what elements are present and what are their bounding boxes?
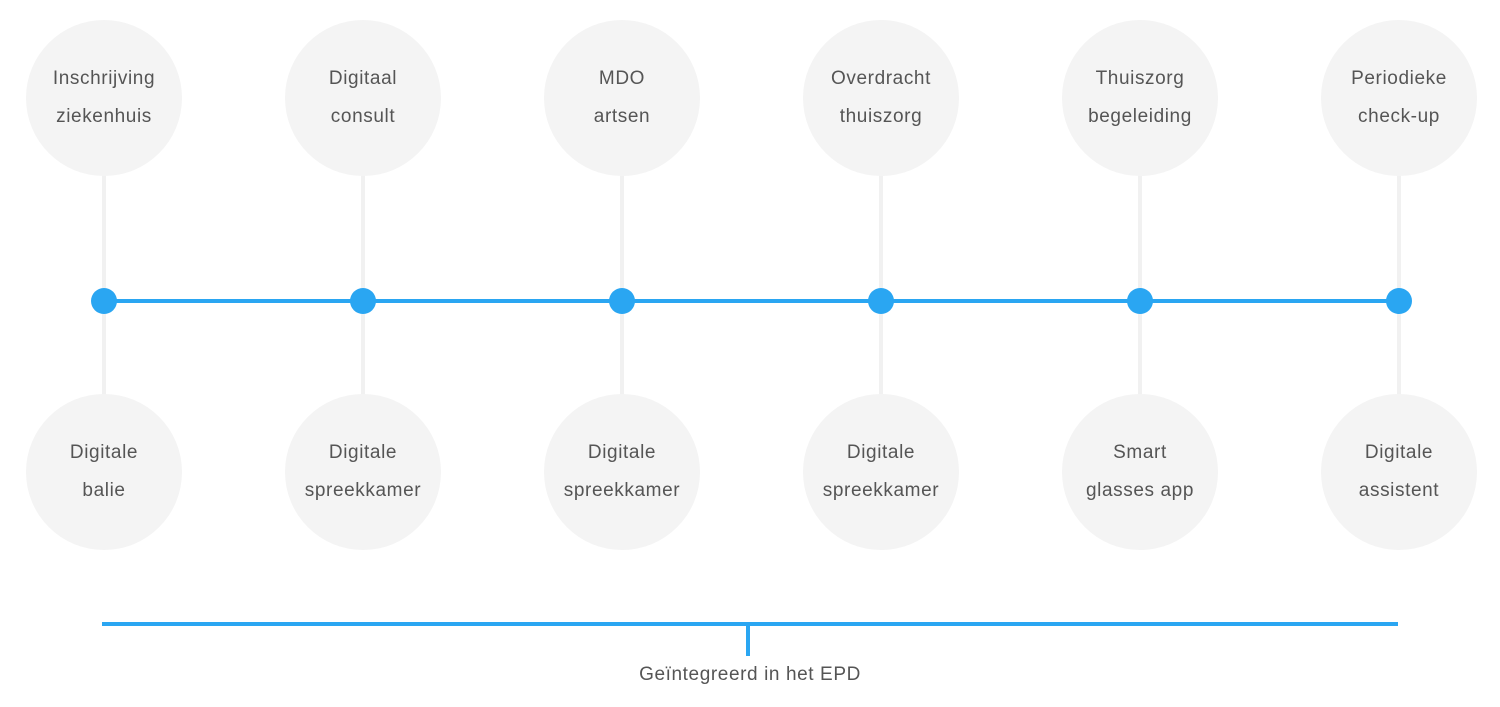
digital-tool-label: Digitale (587, 442, 657, 463)
digital-tool-label: Smart (1113, 442, 1167, 463)
timeline-node (609, 288, 635, 314)
process-step-circle: Overdracht thuiszorg (803, 20, 959, 176)
digital-tool-label: Digitale (1364, 442, 1434, 463)
process-step-circle: MDO artsen (544, 20, 700, 176)
process-step-label: Periodieke (1351, 68, 1447, 89)
process-step-label: Thuiszorg (1095, 68, 1185, 89)
digital-tool-circle: Smart glasses app (1062, 394, 1218, 550)
digital-tool-circle: Digitale spreekkamer (803, 394, 959, 550)
digital-tool-label: glasses app (1085, 480, 1194, 501)
process-step-label: begeleiding (1088, 106, 1192, 127)
process-step-circle: Periodieke check-up (1321, 20, 1477, 176)
digital-tool-label: Digitale (69, 442, 139, 463)
digital-tool-circle: Digitale spreekkamer (285, 394, 441, 550)
process-step-label: check-up (1358, 106, 1440, 127)
connector-line (361, 170, 365, 400)
digital-tool-label: assistent (1358, 480, 1440, 501)
process-step-label: thuiszorg (839, 106, 923, 127)
connector-line (102, 170, 106, 400)
timeline-line (104, 299, 1400, 303)
epd-label: Geïntegreerd in het EPD (639, 664, 861, 685)
process-step-label: consult (330, 106, 396, 127)
connector-line (879, 170, 883, 400)
digital-tool-circle: Digitale spreekkamer (544, 394, 700, 550)
process-step-label: Inschrijving (52, 68, 156, 89)
digital-tool-label: spreekkamer (563, 480, 681, 501)
epd-bracket (102, 622, 1398, 626)
timeline-node (1127, 288, 1153, 314)
timeline-node (1386, 288, 1412, 314)
digital-tool-label: Digitale (328, 442, 398, 463)
timeline-node (91, 288, 117, 314)
epd-bracket-stem (746, 622, 750, 656)
digital-tool-label: spreekkamer (822, 480, 940, 501)
process-step-label: artsen (593, 106, 651, 127)
process-step-label: ziekenhuis (56, 106, 152, 127)
timeline-node (350, 288, 376, 314)
timeline-node (868, 288, 894, 314)
digital-tool-label: balie (82, 480, 126, 501)
process-step-label: Digitaal (328, 68, 398, 89)
process-step-circle: Thuiszorg begeleiding (1062, 20, 1218, 176)
connector-line (1397, 170, 1401, 400)
process-step-circle: Digitaal consult (285, 20, 441, 176)
process-step-circle: Inschrijving ziekenhuis (26, 20, 182, 176)
digital-tool-circle: Digitale balie (26, 394, 182, 550)
connector-line (1138, 170, 1142, 400)
digital-tool-label: Digitale (846, 442, 916, 463)
process-step-label: MDO (598, 68, 646, 89)
process-step-label: Overdracht (831, 68, 931, 89)
connector-line (620, 170, 624, 400)
digital-tool-label: spreekkamer (304, 480, 422, 501)
digital-tool-circle: Digitale assistent (1321, 394, 1477, 550)
